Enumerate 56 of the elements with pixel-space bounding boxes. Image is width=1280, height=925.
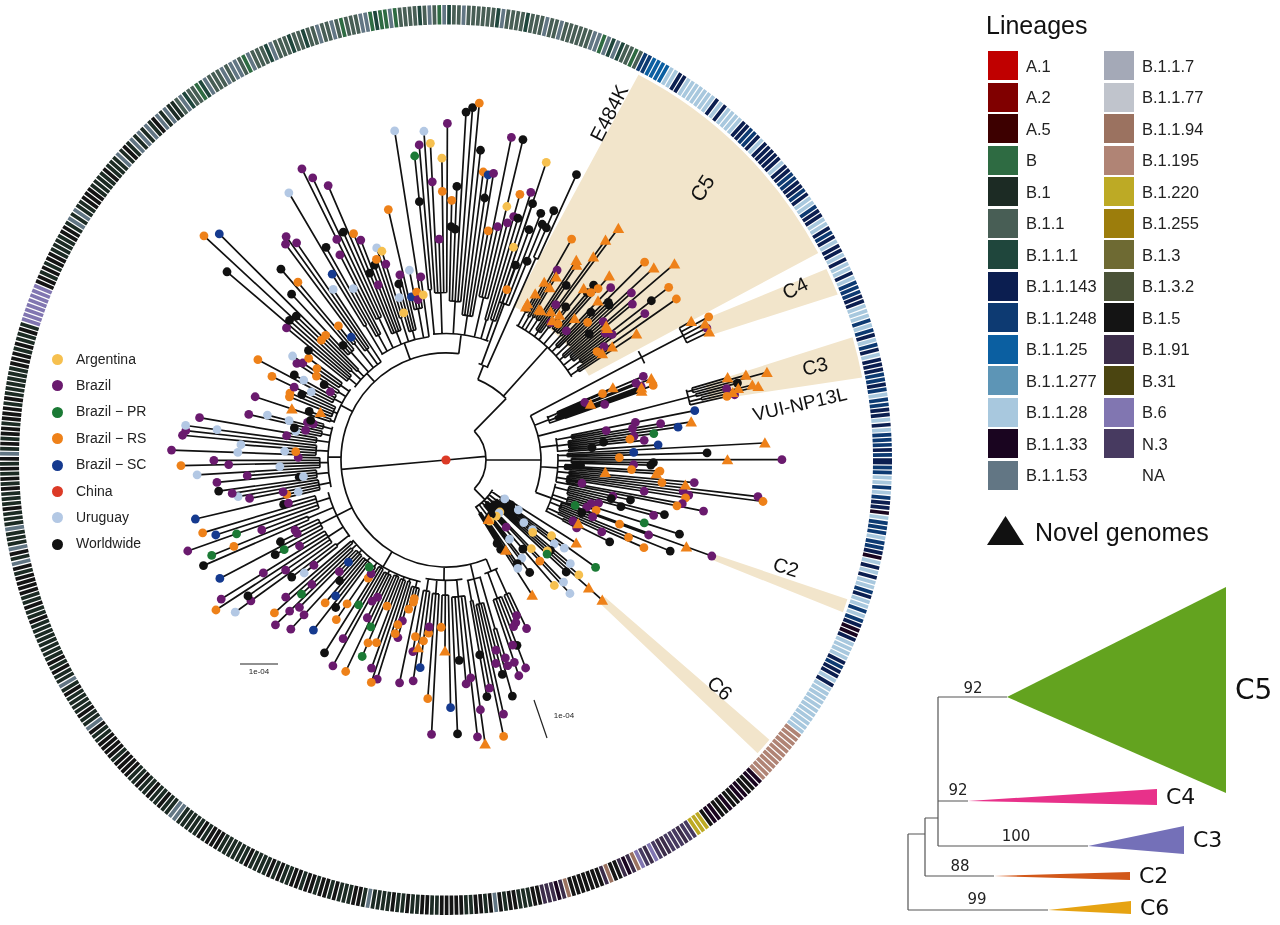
legend-label: B.1.1.28 — [1026, 402, 1088, 422]
legend-label: B — [1026, 150, 1037, 170]
legend-label: B.1.3.2 — [1142, 276, 1195, 296]
legend-label: Brazil − RS — [76, 431, 147, 447]
legend-label: B.1.1.7 — [1142, 56, 1195, 75]
support-value: 88 — [950, 857, 970, 875]
clade-label: C6 — [703, 671, 738, 705]
legend-label: Novel genomes — [1035, 519, 1209, 547]
legend-label: B.1.1.77 — [1142, 87, 1204, 107]
scale-label: 1e-04 — [553, 711, 575, 721]
legend-label: B.1.3 — [1142, 245, 1181, 264]
clade-label: C4 — [778, 272, 812, 304]
support-value: 92 — [963, 679, 983, 697]
legend-label: B.1.220 — [1142, 182, 1199, 201]
legend-label: B.6 — [1142, 402, 1167, 422]
clade-label: C6 — [1140, 897, 1170, 919]
support-value: 92 — [948, 781, 968, 799]
legend-label: B.1.1.94 — [1142, 119, 1204, 138]
legend-label: Worldwide — [76, 536, 142, 552]
support-value: 99 — [967, 890, 987, 908]
legend-label: Argentina — [76, 351, 136, 368]
legend-label: A.2 — [1026, 87, 1051, 107]
legend-label: A.1 — [1026, 56, 1051, 75]
legend-label: B.1.1.1 — [1026, 245, 1079, 264]
legend-label: B.1.1.53 — [1026, 465, 1088, 485]
clade-label: C3 — [799, 352, 830, 380]
legend-label: NA — [1142, 465, 1165, 485]
clade-label: C4 — [1166, 786, 1196, 808]
legend-label: B.1.5 — [1142, 308, 1181, 327]
legend-title: Lineages — [986, 12, 1088, 40]
clade-annotation: VUI-NP13L — [750, 384, 850, 427]
legend-label: B.1.1.143 — [1026, 276, 1097, 296]
legend-label: B.1.1.25 — [1026, 339, 1088, 359]
legend-label: B.1.1.277 — [1026, 371, 1097, 390]
legend-label: Brazil − SC — [76, 457, 147, 473]
clade-label: C5 — [1235, 676, 1273, 704]
support-value: 100 — [1001, 827, 1031, 845]
legend-label: B.1.195 — [1142, 150, 1199, 170]
clade-label: C2 — [770, 552, 802, 581]
legend-label: B.1.255 — [1142, 213, 1199, 233]
legend-label: B.1 — [1026, 182, 1051, 201]
clade-label: C3 — [1193, 829, 1223, 851]
legend-label: Uruguay — [76, 510, 129, 526]
clade-label: C2 — [1139, 865, 1169, 887]
legend-label: A.5 — [1026, 119, 1051, 138]
legend-label: Brazil — [76, 378, 111, 394]
legend-label: Brazil − PR — [76, 404, 147, 420]
legend-label: B.31 — [1142, 371, 1176, 390]
legend-label: B.1.91 — [1142, 339, 1190, 359]
legend-label: B.1.1.33 — [1026, 434, 1088, 453]
legend-label: N.3 — [1142, 434, 1168, 453]
clade-label: C5 — [685, 170, 719, 206]
legend-label: B.1.1.248 — [1026, 308, 1097, 327]
legend-label: B.1.1 — [1026, 213, 1065, 233]
legend-label: China — [76, 483, 113, 500]
scale-label: 1e-04 — [248, 667, 270, 677]
